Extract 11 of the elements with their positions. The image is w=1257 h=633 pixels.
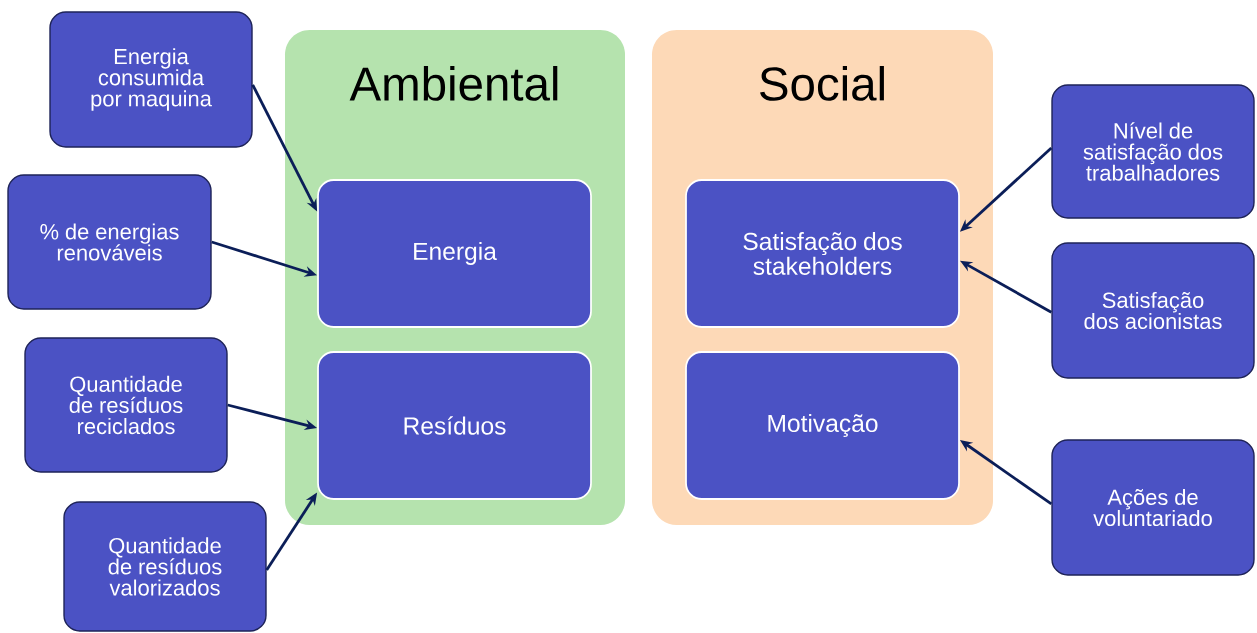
indicator-box: Quantidade de resíduos valorizados: [63, 501, 267, 632]
indicator-box: % de energias renováveis: [7, 174, 212, 310]
category-box: Energia: [317, 179, 592, 328]
indicator-box: Ações de voluntariado: [1051, 439, 1255, 576]
indicator-box: Satisfação dos acionistas: [1051, 242, 1255, 379]
category-box: Resíduos: [317, 351, 592, 500]
indicator-box: Quantidade de resíduos reciclados: [24, 337, 228, 473]
indicator-box: Energia consumida por maquina: [49, 11, 253, 148]
category-box: Satisfação dos stakeholders: [685, 179, 960, 328]
category-box: Motivação: [685, 351, 960, 500]
indicator-box: Nível de satisfação dos trabalhadores: [1051, 84, 1255, 219]
